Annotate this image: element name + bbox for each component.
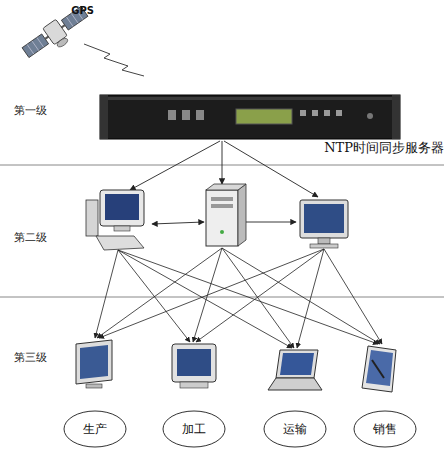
flat-monitor-icon xyxy=(76,340,112,388)
desktop-pc-icon xyxy=(86,190,144,250)
laptop-icon xyxy=(268,350,322,390)
device-label-box: GPS xyxy=(50,1,94,19)
tier-label: 第二级 xyxy=(14,230,47,245)
department-ellipse: 销售 xyxy=(353,410,417,448)
node-text: 加工 xyxy=(182,421,206,438)
server-tower-icon xyxy=(206,184,246,246)
device-label-box: NTP时间同步服务器 xyxy=(290,137,444,159)
department-ellipse: 生产 xyxy=(63,410,127,448)
node-text: 销售 xyxy=(373,421,397,438)
tier-divider xyxy=(0,297,444,298)
distribution-arrows xyxy=(95,248,382,348)
tablet-icon xyxy=(362,346,396,392)
wireless-signal xyxy=(84,44,144,76)
department-ellipse: 运输 xyxy=(263,410,327,448)
rack-server-icon xyxy=(100,95,400,139)
tier-label: 第一级 xyxy=(14,103,47,118)
monitor-icon xyxy=(300,200,348,248)
node-text: NTP时间同步服务器 xyxy=(324,139,444,157)
tier-label: 第三级 xyxy=(14,350,47,365)
node-text: 生产 xyxy=(83,421,107,438)
satellite-icon xyxy=(20,3,94,66)
department-ellipse: 加工 xyxy=(162,410,226,448)
node-text: 运输 xyxy=(283,421,307,438)
node-text: GPS xyxy=(71,5,94,16)
crt-monitor-icon xyxy=(172,344,216,388)
